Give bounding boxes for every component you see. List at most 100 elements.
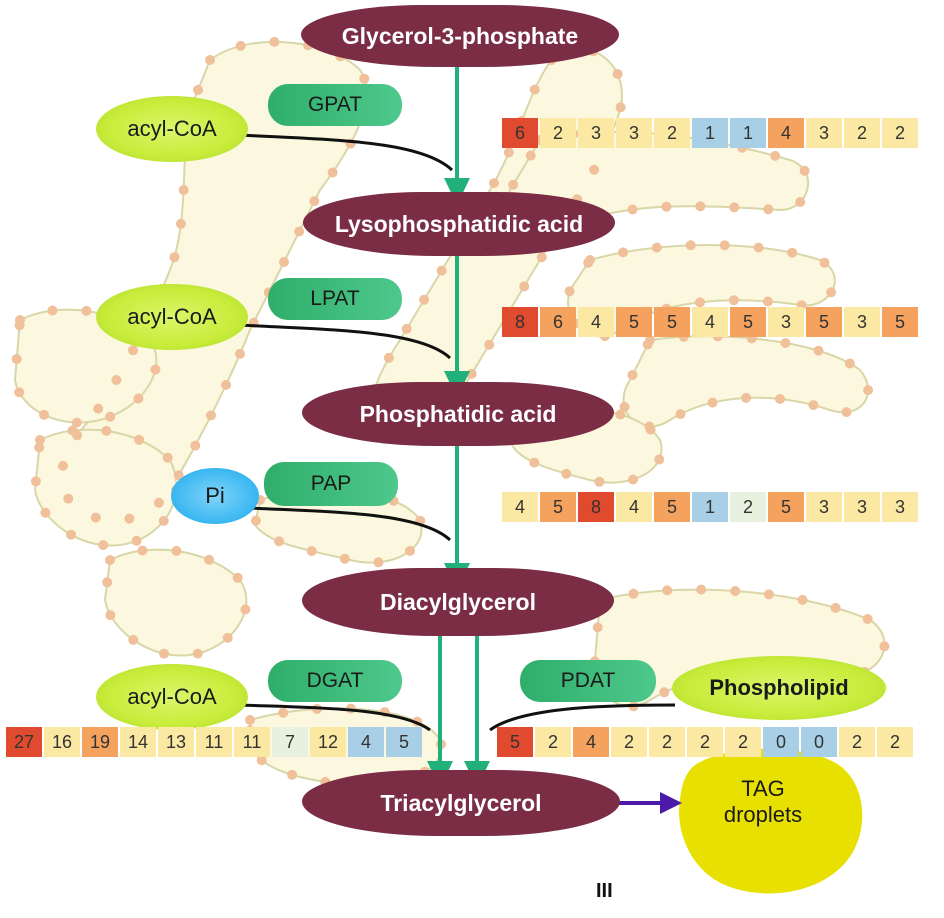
- ribosome-dot: [762, 296, 773, 307]
- ribosome-dot: [154, 497, 164, 508]
- ribosome-dot: [642, 339, 653, 350]
- ribosome-dot: [795, 197, 806, 207]
- heatmap-cell: 4: [573, 727, 609, 757]
- ribosome-dot: [841, 407, 852, 418]
- ribosome-dot: [193, 84, 203, 95]
- ribosome-dot: [741, 392, 752, 403]
- ribosome-dot: [615, 409, 626, 420]
- ribosome-dot: [728, 295, 739, 306]
- heatmap-cell: 3: [768, 307, 804, 337]
- heatmap-cell: 4: [692, 307, 728, 337]
- ribosome-dot: [206, 410, 216, 421]
- ribosome-dot: [131, 535, 142, 546]
- ribosome-dot: [327, 167, 338, 178]
- ribosome-dot: [561, 468, 572, 479]
- ribosome-dot: [47, 305, 58, 316]
- heatmap-cell: 3: [616, 118, 652, 148]
- ribosome-dot: [34, 442, 45, 453]
- heatmap-cell: 5: [616, 307, 652, 337]
- enzyme-lpat: LPAT: [268, 278, 402, 320]
- ribosome-dot: [190, 440, 201, 451]
- ribosome-dot: [695, 297, 705, 308]
- metabolite-label: Glycerol-3-phosphate: [341, 22, 579, 49]
- ribosome-dot: [797, 594, 808, 605]
- ribosome-dot: [612, 69, 623, 79]
- ribosome-dot: [309, 196, 320, 207]
- heatmap-cell: 5: [882, 307, 918, 337]
- ribosome-dot: [359, 73, 370, 84]
- substrate-phospholipid: Phospholipid: [672, 656, 886, 720]
- ribosome-dot: [489, 178, 499, 189]
- heatmap-cell: 2: [730, 492, 766, 522]
- ribosome-dot: [105, 555, 115, 565]
- heatmap-cell: 12: [310, 727, 346, 757]
- heatmap-cell: 27: [6, 727, 42, 757]
- heatmap-cell: 4: [502, 492, 538, 522]
- ribosome-dot: [775, 394, 785, 404]
- heatmap-cell: 2: [535, 727, 571, 757]
- ribosome-dot: [339, 553, 350, 564]
- ribosome-dot: [695, 201, 706, 212]
- heatmap-cell: 2: [882, 118, 918, 148]
- ribosome-dot: [98, 540, 109, 551]
- ribosome-dot: [651, 242, 662, 253]
- heatmap-cell: 5: [654, 307, 690, 337]
- ribosome-dot: [63, 493, 74, 504]
- heatmap-cell: 8: [502, 307, 538, 337]
- ribosome-dot: [383, 352, 394, 363]
- ribosome-dot: [780, 338, 791, 348]
- connector-acyl-coa-3: [239, 703, 431, 732]
- ribosome-dot: [719, 240, 730, 251]
- heatmap-cell: 2: [649, 727, 685, 757]
- ribosome-dot: [90, 512, 101, 523]
- ribosome-dot: [278, 707, 289, 718]
- metabolite-phosphatidic-acid: Phosphatidic acid: [302, 382, 614, 446]
- ribosome-dot: [102, 577, 113, 588]
- ribosome-dot: [175, 218, 186, 229]
- ribosome-dot: [101, 425, 112, 436]
- arrowhead: [444, 178, 470, 205]
- substrate-label: acyl-CoA: [127, 116, 217, 141]
- heatmap-cell: 4: [768, 118, 804, 148]
- ribosome-dot: [105, 610, 116, 621]
- ribosome-dot: [583, 257, 594, 268]
- ribosome-dot: [306, 546, 317, 557]
- ribosome-dot: [619, 401, 630, 412]
- ribosome-dot: [30, 476, 41, 487]
- ribosome-dot: [615, 102, 626, 113]
- heatmap-cell: 13: [158, 727, 194, 757]
- ribosome-dot: [169, 252, 180, 263]
- ribosome-dot: [204, 554, 215, 565]
- heatmap-cell: 14: [120, 727, 156, 757]
- ribosome-dot: [134, 434, 145, 445]
- ribosome-dot: [294, 226, 305, 237]
- ribosome-dot: [240, 604, 251, 615]
- heatmap-cell: 4: [616, 492, 652, 522]
- heatmap-cell: 8: [578, 492, 614, 522]
- enzyme-label: DGAT: [306, 669, 364, 692]
- heatmap-cell: 1: [692, 492, 728, 522]
- ribosome-dot: [592, 622, 603, 633]
- substrate-acyl-coa: acyl-CoA: [96, 96, 248, 162]
- heatmap-cell: 3: [882, 492, 918, 522]
- ribosome-dot: [879, 641, 890, 652]
- heatmap-cell: 2: [877, 727, 913, 757]
- ribosome-dot: [618, 247, 629, 258]
- ribosome-dot: [256, 755, 267, 766]
- ribosome-dot: [232, 572, 243, 583]
- ribosome-dot: [628, 474, 638, 485]
- ribosome-dot: [124, 513, 135, 524]
- ribosome-dot: [564, 286, 575, 297]
- ribosome-dot: [105, 411, 116, 422]
- enzyme-gpat: GPAT: [268, 84, 402, 126]
- ribosome-dot: [654, 454, 665, 465]
- heatmap-cell: 11: [234, 727, 270, 757]
- ribosome-dot: [11, 354, 22, 365]
- ribosome-dot: [536, 252, 547, 263]
- ribosome-dot: [250, 515, 261, 526]
- heatmap-cell: 19: [82, 727, 118, 757]
- enzyme-pap: PAP: [264, 462, 398, 506]
- enzyme-label: PDAT: [560, 669, 616, 692]
